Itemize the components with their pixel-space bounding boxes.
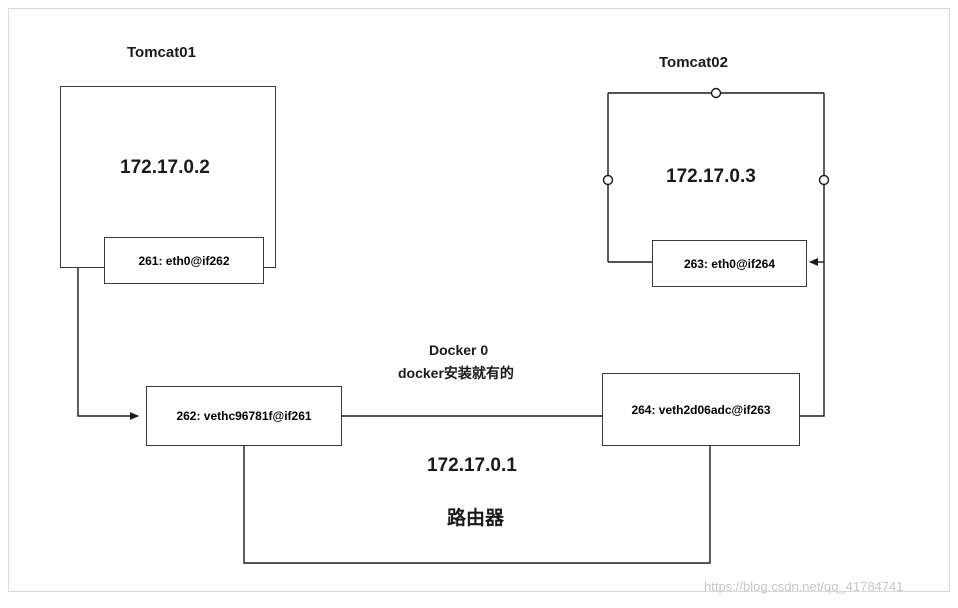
diagram-frame xyxy=(8,8,950,592)
watermark-text: https://blog.csdn.net/qq_41784741 xyxy=(704,579,904,594)
tomcat01-ip: 172.17.0.2 xyxy=(120,157,210,178)
tomcat02-title: Tomcat02 xyxy=(659,54,728,71)
router-ip: 172.17.0.1 xyxy=(427,455,517,476)
tomcat01-title: Tomcat01 xyxy=(127,44,196,61)
veth-right-box: 264: veth2d06adc@if263 xyxy=(602,373,800,446)
tomcat02-ip: 172.17.0.3 xyxy=(666,166,756,187)
tomcat01-eth0-box: 261: eth0@if262 xyxy=(104,237,264,284)
docker0-subtitle: docker安装就有的 xyxy=(398,365,514,381)
veth-left-label: 262: vethc96781f@if261 xyxy=(176,409,312,423)
tomcat01-eth0-label: 261: eth0@if262 xyxy=(138,253,230,268)
tomcat02-eth0-label: 263: eth0@if264 xyxy=(683,256,776,271)
docker0-title: Docker 0 xyxy=(429,342,489,358)
veth-right-label: 264: veth2d06adc@if263 xyxy=(631,402,771,417)
tomcat02-eth0-box: 263: eth0@if264 xyxy=(652,240,807,287)
router-label: 路由器 xyxy=(447,508,505,529)
veth-left-box: 262: vethc96781f@if261 xyxy=(146,386,342,446)
